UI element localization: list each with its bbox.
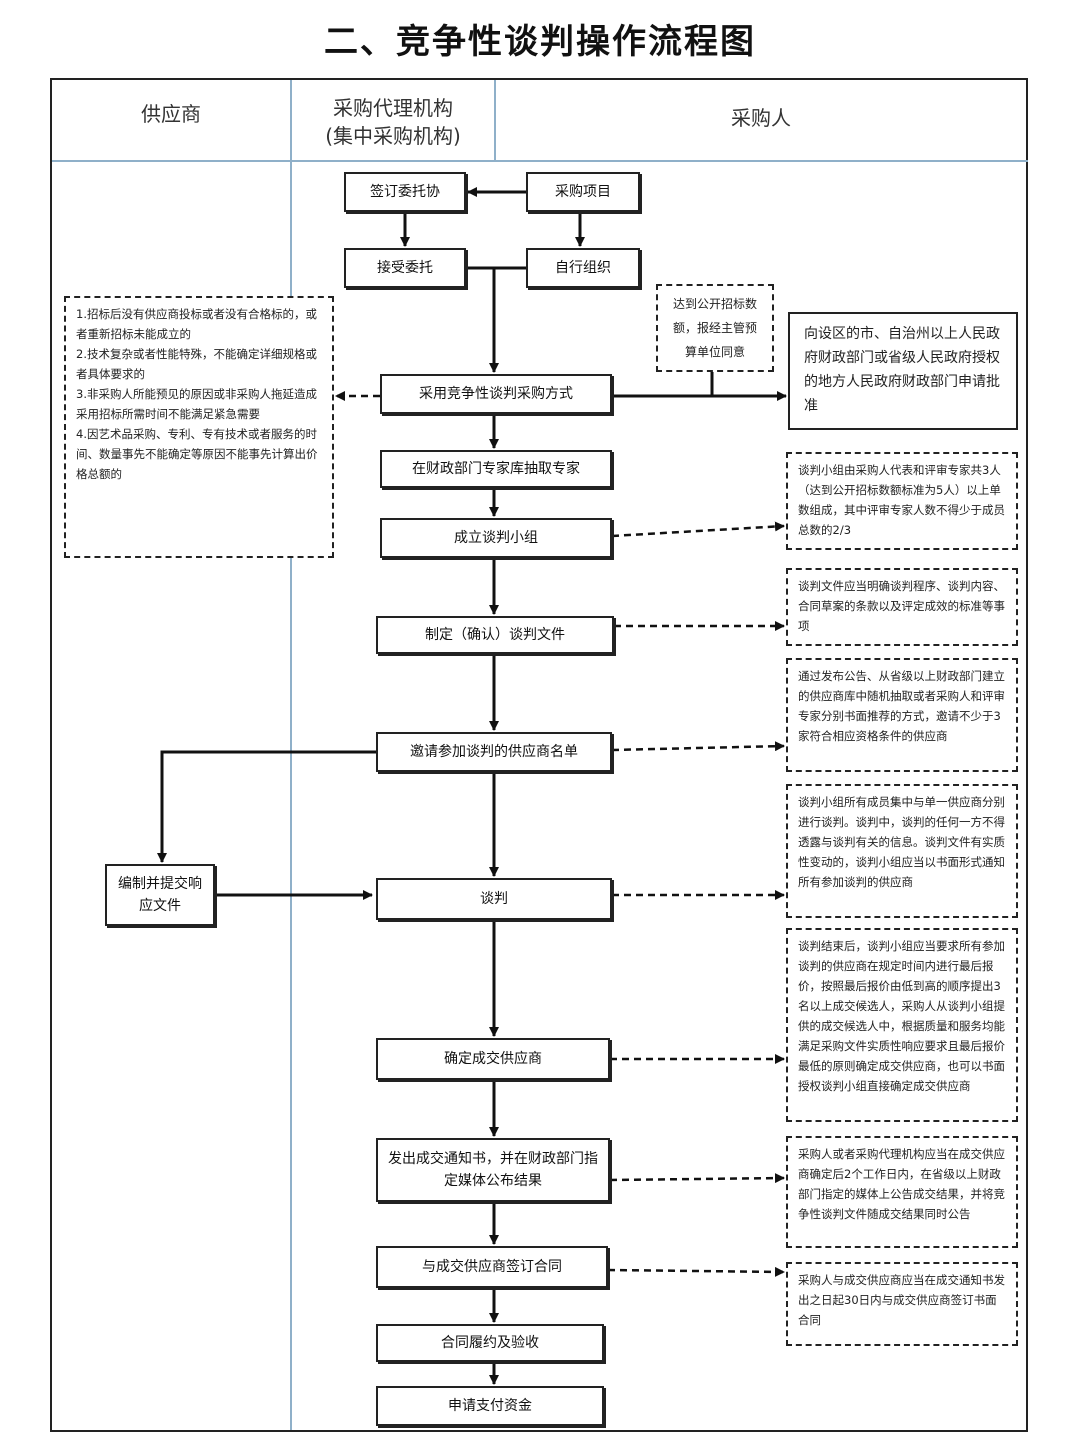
self-organize-box: 自行组织	[526, 248, 640, 288]
threshold-note: 达到公开招标数额，报经主管预算单位同意	[656, 284, 774, 372]
project-box: 采购项目	[526, 172, 640, 212]
docs-rule-note: 谈判文件应当明确谈判程序、谈判内容、合同草案的条款以及评定成效的标准等事项	[786, 568, 1018, 646]
perform-accept-box: 合同履约及验收	[376, 1324, 604, 1362]
condition-2: 2.技术复杂或者性能特殊，不能确定详细规格或者具体要求的	[76, 347, 317, 381]
lane-header-agency: 采购代理机构 (集中采购机构)	[292, 94, 494, 150]
group-rule-note: 谈判小组由采购人代表和评审专家共3人（达到公开招标数额标准为5人）以上单数组成，…	[786, 452, 1018, 550]
notice-rule-note: 采购人或者采购代理机构应当在成交供应商确定后2个工作日内，在省级以上财政部门指定…	[786, 1136, 1018, 1248]
condition-1: 1.招标后没有供应商投标或者没有合格标的，或者重新招标未能成立的	[76, 307, 317, 341]
invite-rule-note: 通过发布公告、从省级以上财政部门建立的供应商库中随机抽取或者采购人和评审专家分别…	[786, 658, 1018, 772]
negotiate-box: 谈判	[376, 878, 612, 920]
lane-divider-agency	[494, 80, 496, 162]
lane-header-agency-line2: (集中采购机构)	[325, 124, 461, 148]
contract-rule-note: 采购人与成交供应商应当在成交通知书发出之日起30日内与成交供应商签订书面合同	[786, 1262, 1018, 1346]
invite-list-box: 邀请参加谈判的供应商名单	[376, 732, 612, 772]
lane-header-purchaser: 采购人	[731, 106, 791, 130]
page-title: 二、竞争性谈判操作流程图	[324, 22, 756, 62]
accept-entrust-box: 接受委托	[344, 248, 466, 288]
condition-4: 4.因艺术品采购、专利、专有技术或者服务的时间、数量事先不能确定等原因不能事先计…	[76, 427, 318, 481]
sign-contract-box: 与成交供应商签订合同	[376, 1246, 608, 1288]
confirm-supplier-box: 确定成交供应商	[376, 1038, 610, 1080]
approval-note: 向设区的市、自治州以上人民政府财政部门或省级人民政府授权的地方人民政府财政部门申…	[788, 312, 1018, 430]
swimlane-frame	[50, 78, 1028, 1432]
form-group-box: 成立谈判小组	[380, 518, 612, 558]
issue-notice-box: 发出成交通知书，并在财政部门指定媒体公布结果	[376, 1138, 610, 1202]
confirm-rule-note: 谈判结束后，谈判小组应当要求所有参加谈判的供应商在规定时间内进行最后报价，按照最…	[786, 928, 1018, 1122]
apply-payment-box: 申请支付资金	[376, 1386, 604, 1426]
adopt-method-box: 采用竞争性谈判采购方式	[380, 374, 612, 414]
prepare-response-box: 编制并提交响应文件	[105, 864, 215, 926]
lane-header-supplier: 供应商	[141, 102, 201, 126]
lane-header-divider	[52, 160, 1028, 162]
lane-header-agency-line1: 采购代理机构	[333, 96, 453, 120]
condition-3: 3.非采购人所能预见的原因或非采购人拖延造成采用招标所需时间不能满足紧急需要	[76, 387, 317, 421]
negotiate-rule-note: 谈判小组所有成员集中与单一供应商分别进行谈判。谈判中，谈判的任何一方不得透露与谈…	[786, 784, 1018, 918]
extract-experts-box: 在财政部门专家库抽取专家	[380, 450, 612, 488]
sign-entrust-box: 签订委托协	[344, 172, 466, 212]
conditions-note: 1.招标后没有供应商投标或者没有合格标的，或者重新招标未能成立的 2.技术复杂或…	[64, 296, 334, 558]
make-docs-box: 制定（确认）谈判文件	[376, 616, 614, 654]
lane-divider-supplier	[290, 80, 292, 1430]
